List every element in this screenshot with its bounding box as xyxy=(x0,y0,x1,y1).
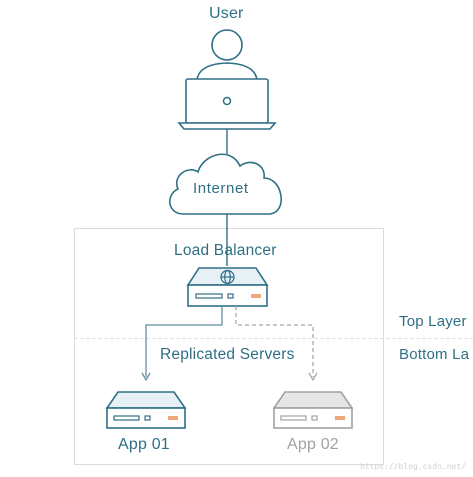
system-boundary-box xyxy=(74,228,384,465)
app01-server xyxy=(105,391,187,429)
watermark-text: https://blog.csdn.net/ xyxy=(360,462,466,471)
globe-icon xyxy=(220,269,235,285)
laptop-icon xyxy=(177,78,277,130)
internet-label: Internet xyxy=(193,180,249,197)
bottom-layer-label: Bottom La xyxy=(399,346,470,363)
app02-label: App 02 xyxy=(287,436,339,453)
load-balancer-server xyxy=(186,267,269,307)
app01-label: App 01 xyxy=(118,436,170,453)
app02-server xyxy=(272,391,354,429)
lb-app01-connector xyxy=(145,306,223,377)
user-icon xyxy=(196,29,258,81)
replicated-servers-label: Replicated Servers xyxy=(160,346,295,363)
user-label: User xyxy=(209,5,244,22)
lb-app02-arrowhead xyxy=(308,372,318,382)
top-layer-label: Top Layer xyxy=(399,313,467,330)
lb-app02-connector xyxy=(235,306,314,377)
load-balancer-label: Load Balancer xyxy=(174,242,277,259)
cloud-icon xyxy=(169,153,282,215)
lb-app01-arrowhead xyxy=(141,372,151,382)
